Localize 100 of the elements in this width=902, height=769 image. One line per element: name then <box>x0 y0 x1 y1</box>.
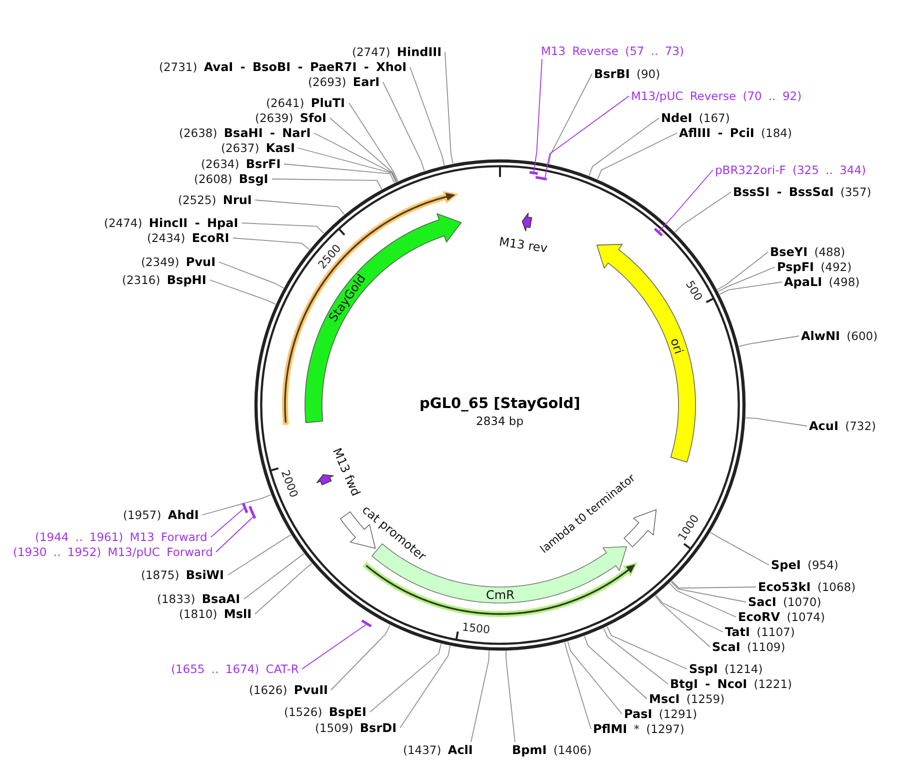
cut-site-label: SspI (1214) <box>689 662 764 676</box>
leader-line <box>533 58 542 172</box>
leader-line <box>242 222 324 234</box>
cut-site-label: AlwNI (600) <box>801 329 879 343</box>
leader-line <box>330 118 398 182</box>
leader-line <box>254 562 312 614</box>
cut-site-label: (2638) BsaHI - NarI <box>179 126 312 140</box>
cut-site-label: Eco53kI (1068) <box>758 580 857 594</box>
leader-line <box>444 52 454 164</box>
leader-line <box>348 102 398 182</box>
cut-site-label: (2525) NruI <box>178 193 253 207</box>
feature-label: CmR <box>486 588 514 602</box>
cut-site-label: ScaI (1109) <box>712 640 787 654</box>
feature-label: ori <box>668 336 686 356</box>
leader-line <box>745 417 808 426</box>
leader-line <box>738 336 800 347</box>
leader-line <box>202 494 272 516</box>
cut-site-label: ApaLI (498) <box>784 275 861 289</box>
leader-line <box>658 170 714 232</box>
leader-line <box>716 252 768 290</box>
leader-line <box>244 553 304 600</box>
leader-line <box>567 641 622 714</box>
leader-line <box>710 532 770 566</box>
cut-site-label: (2474) HincII - HpaI <box>104 216 240 230</box>
leader-line <box>210 508 244 538</box>
leader-line <box>210 280 276 305</box>
leader-line <box>232 238 310 250</box>
feature-label: M13 fwd <box>330 446 364 498</box>
leader-line <box>400 645 451 728</box>
cut-site-label: (1810) MslI <box>179 607 253 621</box>
cut-site-label: PspFI (492) <box>777 260 853 274</box>
plasmid-length: 2834 bp <box>476 414 524 428</box>
cut-site-label: AcuI (732) <box>809 419 878 433</box>
tick-label: 1500 <box>462 621 492 636</box>
cut-site-label: TatI (1107) <box>725 625 796 639</box>
cut-site-label: (2731) AvaI - BsoBI - PaeR7I - XhoI <box>159 60 408 74</box>
leader-line <box>298 148 396 183</box>
cut-site-label: (2693) EarI <box>308 75 381 89</box>
cut-site-label: BseYI (488) <box>770 245 847 259</box>
leader-line <box>254 200 345 215</box>
cut-site-label: MscI (1259) <box>649 692 726 706</box>
leader-line <box>548 74 592 164</box>
leader-line <box>656 594 724 632</box>
leader-line <box>314 132 397 182</box>
cut-site-label: BtgI - NcoI (1221) <box>670 677 794 691</box>
leader-line <box>719 282 782 295</box>
leader-line <box>588 118 660 176</box>
cut-site-label: (1626) PvuII <box>249 683 329 697</box>
leader-line <box>218 262 284 288</box>
cut-site-label: (1509) BsrDI <box>315 721 398 735</box>
leader-line <box>410 66 445 166</box>
cut-site-label: BsrBI (90) <box>594 67 662 81</box>
primer-label: (1944 .. 1961) M13 Forward <box>35 530 209 544</box>
leader-line <box>216 516 254 552</box>
leader-line <box>606 626 688 670</box>
cut-site-label: (1437) AclI <box>403 743 474 757</box>
cut-site-label: (2637) KasI <box>221 141 296 155</box>
cut-site-label: (1957) AhdI <box>123 508 200 522</box>
leader-line <box>718 266 776 292</box>
cut-site-label: (2316) BspHI <box>122 273 208 287</box>
cut-site-label: PflMI* (1297) <box>593 722 686 736</box>
leader-line <box>284 164 395 184</box>
cut-site-label: (2634) BsrFI <box>201 157 282 171</box>
cut-site-label: SpeI (954) <box>771 558 840 572</box>
cut-site-label: EcoRV (1074) <box>738 610 826 624</box>
leader-line <box>330 624 390 690</box>
leader-line <box>654 595 710 648</box>
leader-line <box>669 582 736 618</box>
primer-label: pBR322ori-F (325 .. 344) <box>715 163 868 177</box>
primer-label: (1655 .. 1674) CAT-R <box>171 662 300 676</box>
feature-label: M13 rev <box>498 234 548 256</box>
cut-site-label: BpmI (1406) <box>512 743 593 757</box>
cut-site-label: SacI (1070) <box>748 595 823 609</box>
leader-line <box>382 82 425 172</box>
cut-site-label: PasI (1291) <box>624 707 699 721</box>
primer-label: M13/pUC Reverse (70 .. 92) <box>631 89 803 103</box>
plasmid-name: pGL0_65 [StayGold] <box>420 396 580 412</box>
cut-site-label: (2608) BsgI <box>194 172 270 186</box>
leader-line <box>597 132 678 180</box>
leader-line <box>603 628 668 684</box>
leader-line <box>564 642 592 730</box>
cut-site-label: (2349) PvuI <box>141 255 217 269</box>
cut-site-label: (2639) SfoI <box>255 111 328 125</box>
primer-label: M13 Reverse (57 .. 73) <box>541 44 685 58</box>
leader-line <box>370 643 442 712</box>
leader-line <box>544 96 630 178</box>
cut-site-label: (1875) BsiWI <box>141 568 226 582</box>
cut-site-label: (1526) BspEI <box>284 705 368 719</box>
leader-line <box>302 624 366 670</box>
cut-site-label: (2641) PluTI <box>266 96 347 110</box>
leader-line <box>584 636 648 700</box>
leader-line <box>506 650 516 742</box>
leader-line <box>674 192 732 233</box>
leader-line <box>470 650 490 742</box>
leader-line <box>670 581 746 602</box>
leader-line <box>272 178 382 190</box>
cut-site-label: (1833) BsaAI <box>157 592 242 606</box>
cut-site-label: NdeI (167) <box>661 111 731 125</box>
cut-site-label: (2747) HindIII <box>352 45 443 59</box>
primer-label: (1930 .. 1952) M13/pUC Forward <box>13 545 214 559</box>
